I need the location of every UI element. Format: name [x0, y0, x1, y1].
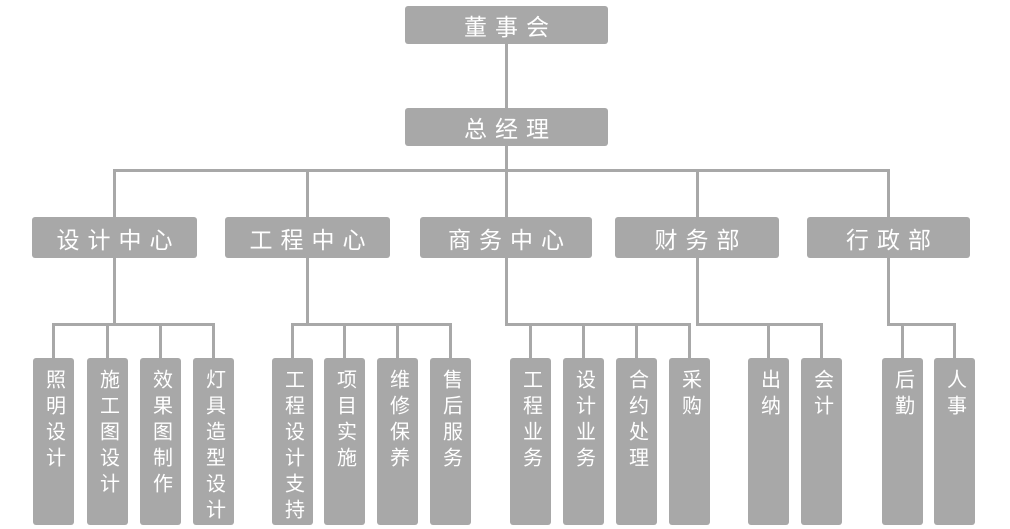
org-node-lighting-design: 照明设计	[33, 358, 74, 525]
org-node-logistics: 后勤	[882, 358, 923, 525]
org-node-business-center: 商务中心	[420, 217, 592, 258]
connector-drop-child	[635, 323, 638, 358]
org-node-lamp-styling-design: 灯具造型设计	[193, 358, 234, 525]
connector-finance-dept-drop	[696, 258, 699, 326]
org-node-contract-processing: 合约处理	[616, 358, 657, 525]
org-node-design-center: 设计中心	[32, 217, 197, 258]
node-label: 合约处理	[625, 369, 648, 473]
node-label: 采购	[678, 369, 701, 421]
connector-drop-child	[396, 323, 399, 358]
connector-bus-admin-dept	[887, 323, 956, 326]
org-node-project-implementation: 项目实施	[324, 358, 365, 525]
node-label: 项目实施	[333, 369, 356, 473]
node-label: 设计业务	[572, 369, 595, 473]
connector-drop-child	[159, 323, 162, 358]
node-label: 施工图设计	[96, 369, 119, 499]
connector-drop-child	[291, 323, 294, 358]
org-node-admin-dept: 行政部	[807, 217, 970, 258]
org-node-board: 董事会	[405, 6, 608, 44]
node-label: 工程设计支持	[281, 369, 304, 525]
connector-drop-engineering-center	[306, 169, 309, 217]
connector-bus-design-center	[52, 323, 215, 326]
node-label: 维修保养	[386, 369, 409, 473]
connector-engineering-center-drop	[306, 258, 309, 326]
node-label: 后勤	[891, 369, 914, 421]
node-label: 工程业务	[519, 369, 542, 473]
connector-gm-drop	[505, 146, 508, 217]
connector-drop-child	[820, 323, 823, 358]
connector-drop-design-center	[113, 169, 116, 217]
connector-drop-child	[52, 323, 55, 358]
connector-drop-admin-dept	[887, 169, 890, 217]
node-label: 效果图制作	[149, 369, 172, 499]
connector-bus-finance-dept	[696, 323, 823, 326]
node-label: 会计	[810, 369, 833, 421]
org-node-personnel: 人事	[934, 358, 975, 525]
connector-business-center-drop	[505, 258, 508, 326]
connector-drop-child	[449, 323, 452, 358]
connector-drop-child	[953, 323, 956, 358]
connector-admin-dept-drop	[887, 258, 890, 326]
node-label: 照明设计	[42, 369, 65, 473]
org-node-cashier: 出纳	[748, 358, 789, 525]
connector-board-gm	[505, 44, 508, 108]
org-node-construction-drawing-design: 施工图设计	[87, 358, 128, 525]
org-node-engineering-center: 工程中心	[225, 217, 390, 258]
org-node-design-business: 设计业务	[563, 358, 604, 525]
connector-drop-child	[688, 323, 691, 358]
org-node-rendering-production: 效果图制作	[140, 358, 181, 525]
org-node-accounting: 会计	[801, 358, 842, 525]
connector-drop-child	[106, 323, 109, 358]
node-label: 人事	[943, 369, 966, 421]
connector-drop-child	[212, 323, 215, 358]
connector-bus-level1	[113, 169, 890, 172]
org-node-engineering-business: 工程业务	[510, 358, 551, 525]
org-node-finance-dept: 财务部	[615, 217, 779, 258]
node-label: 出纳	[757, 369, 780, 421]
connector-bus-engineering-center	[291, 323, 452, 326]
org-node-engineering-design-support: 工程设计支持	[272, 358, 313, 525]
connector-drop-child	[529, 323, 532, 358]
node-label: 售后服务	[439, 369, 462, 473]
connector-drop-finance-dept	[696, 169, 699, 217]
org-node-procurement: 采购	[669, 358, 710, 525]
connector-design-center-drop	[113, 258, 116, 326]
connector-bus-business-center	[505, 323, 691, 326]
org-node-general-manager: 总经理	[405, 108, 608, 146]
connector-drop-child	[901, 323, 904, 358]
node-label: 灯具造型设计	[202, 369, 225, 525]
connector-drop-child	[582, 323, 585, 358]
org-node-maintenance: 维修保养	[377, 358, 418, 525]
connector-drop-child	[343, 323, 346, 358]
org-node-after-sales-service: 售后服务	[430, 358, 471, 525]
connector-drop-child	[767, 323, 770, 358]
